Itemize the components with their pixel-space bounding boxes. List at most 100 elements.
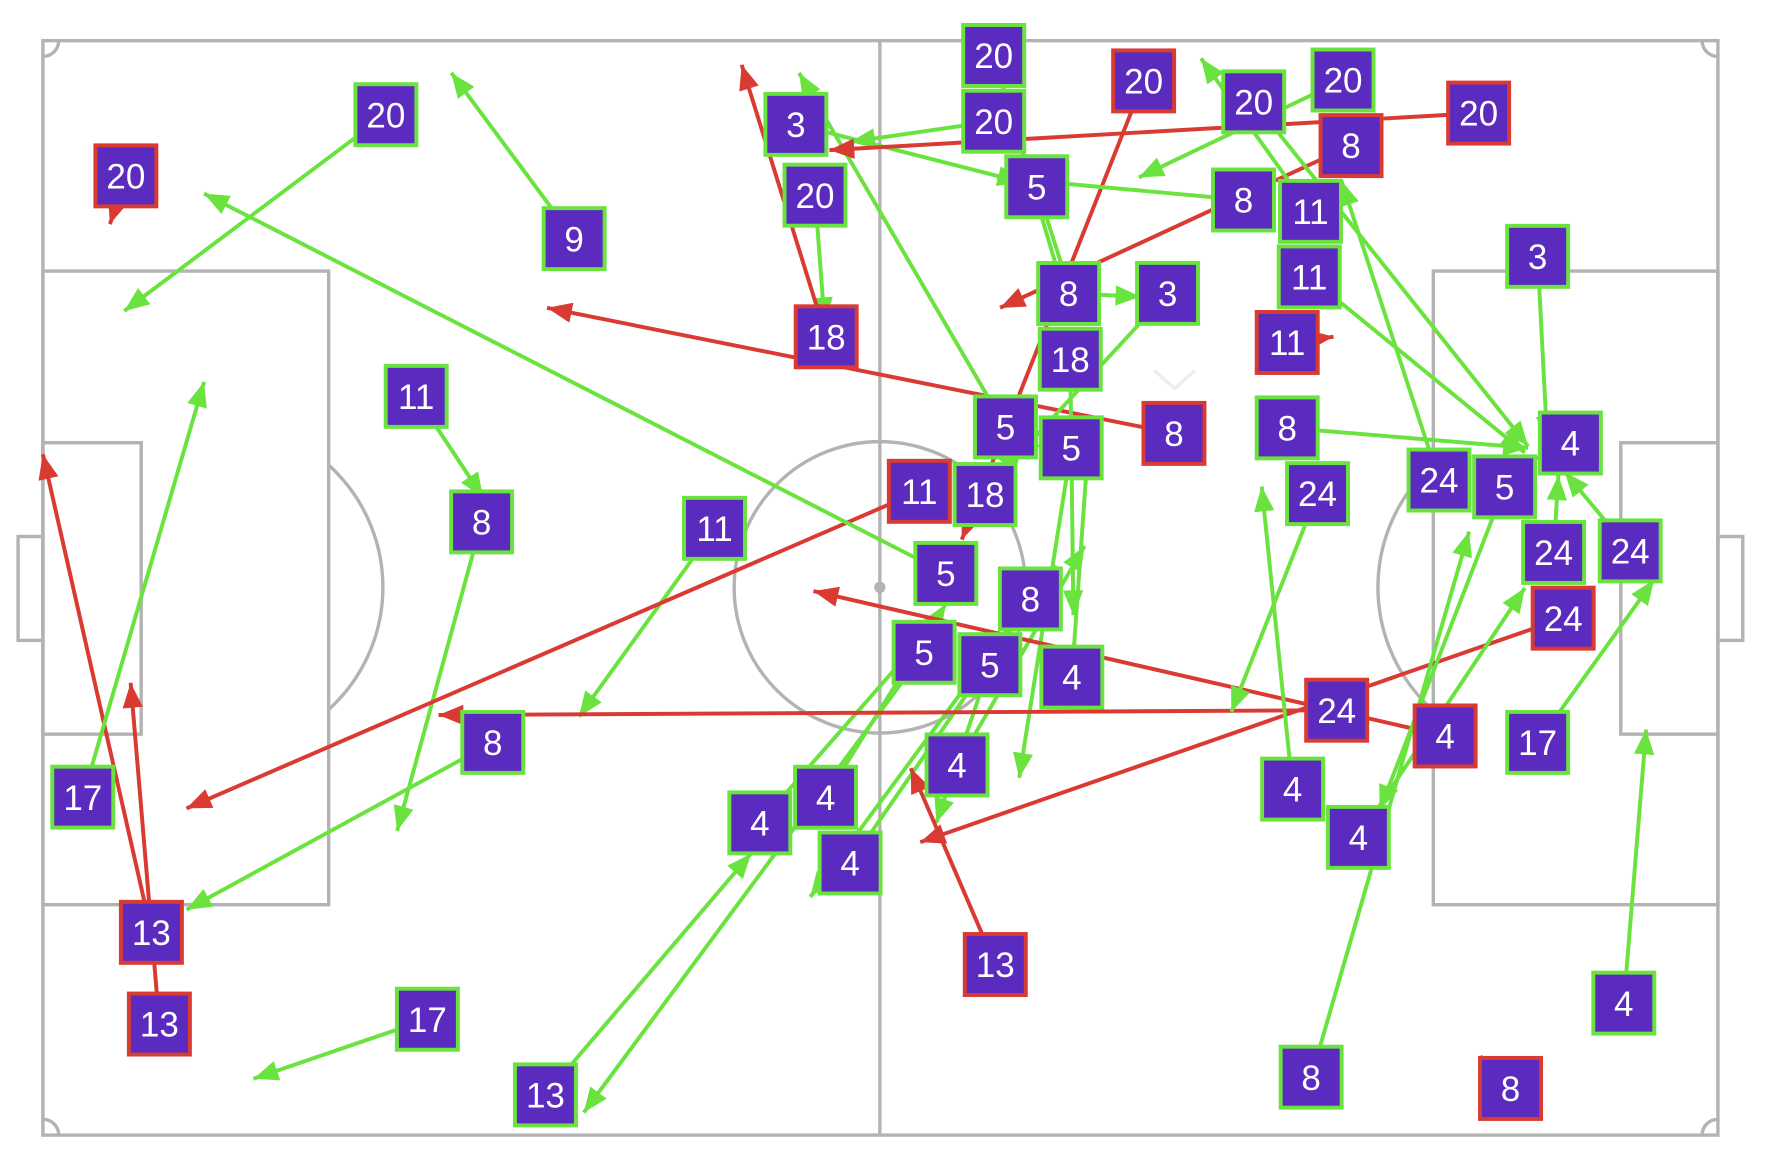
player-box	[782, 162, 848, 228]
player-box	[1111, 48, 1177, 114]
pass-arrowhead	[186, 888, 214, 910]
player-number: 9	[564, 220, 583, 259]
pass-line	[1307, 275, 1527, 455]
player-box	[1278, 178, 1343, 244]
player-marker: 5	[957, 632, 1023, 698]
player-marker: 8	[460, 709, 526, 775]
player-box	[512, 1062, 578, 1128]
pass-line	[1259, 486, 1295, 790]
player-marker: 9	[541, 206, 607, 272]
player-number: 4	[1062, 659, 1081, 698]
player-box	[1472, 454, 1538, 520]
player-marker: 20	[1111, 48, 1177, 114]
player-number: 4	[750, 805, 769, 844]
player-marker: 5	[891, 619, 957, 685]
player-number: 8	[1234, 182, 1253, 221]
corner-arc-tl	[42, 40, 61, 59]
pass-arrowhead	[1546, 475, 1568, 501]
player-box	[126, 991, 192, 1057]
pass-38	[438, 704, 1337, 726]
player-number: 20	[1324, 62, 1363, 101]
player-marker: 11	[1254, 310, 1320, 375]
player-box	[1221, 69, 1287, 135]
pass-arrowhead	[1115, 285, 1141, 306]
player-box	[891, 619, 957, 685]
player-number: 8	[1277, 410, 1296, 449]
player-box	[1325, 804, 1391, 870]
left-penalty-arc	[328, 462, 385, 712]
pass-8	[122, 682, 162, 1025]
pass-line	[1252, 100, 1530, 448]
right-goal-area	[1619, 441, 1720, 736]
player-number: 5	[1027, 168, 1046, 207]
player-box	[1254, 395, 1320, 461]
pass-line	[919, 616, 1564, 845]
player-box	[1037, 326, 1103, 392]
pass-line	[1287, 425, 1529, 450]
pass-arrowhead	[1138, 157, 1166, 178]
pass-line	[797, 71, 1008, 428]
player-marker: 17	[1505, 709, 1571, 775]
player-box	[1254, 310, 1320, 375]
player-marker: 20	[1446, 80, 1512, 146]
player-box	[1278, 1044, 1344, 1110]
player-marker: 3	[1135, 260, 1201, 326]
player-box	[1406, 447, 1472, 513]
pass-arrowhead	[393, 804, 414, 831]
player-marker: 5	[972, 394, 1038, 460]
player-box	[50, 764, 116, 830]
player-number: 11	[1269, 324, 1305, 363]
player-marker: 20	[1310, 47, 1376, 113]
pass-arrowhead	[934, 796, 954, 823]
player-box	[1038, 415, 1104, 481]
pass-arrowhead	[583, 1086, 607, 1113]
player-marker: 5	[913, 540, 979, 606]
player-number: 20	[974, 103, 1013, 142]
player-number: 17	[1518, 724, 1557, 763]
player-marker: 8	[1254, 395, 1320, 461]
pass-29	[203, 191, 947, 576]
player-box	[924, 732, 990, 798]
pass-line	[1068, 359, 1076, 616]
pass-arrowhead	[1502, 587, 1525, 615]
player-box	[1505, 709, 1571, 775]
player-box	[793, 764, 859, 830]
pass-arrowhead	[1000, 288, 1027, 308]
player-number: 4	[1614, 985, 1633, 1024]
pass-line	[1377, 486, 1507, 811]
player-box	[1004, 154, 1070, 220]
pitch-markings	[16, 38, 1745, 1137]
pass-arrowhead	[727, 853, 752, 879]
player-number: 8	[483, 724, 502, 763]
player-marker: 4	[1325, 804, 1391, 870]
player-number: 11	[1292, 193, 1328, 232]
player-box	[972, 394, 1038, 460]
player-marker: 3	[763, 91, 829, 157]
player-marker: 8	[1141, 400, 1207, 466]
player-marker: 4	[924, 732, 990, 798]
player-number: 8	[1164, 415, 1183, 454]
pass-arrowhead	[38, 454, 59, 481]
pass-line	[185, 489, 921, 811]
player-box	[1597, 518, 1663, 584]
player-number: 20	[106, 158, 145, 197]
player-number: 8	[1341, 127, 1360, 166]
player-box	[1505, 223, 1571, 289]
player-marker: 24	[1285, 461, 1350, 527]
player-marker: 11	[682, 495, 747, 561]
pass-line	[1309, 531, 1471, 1078]
player-marker: 24	[1597, 518, 1663, 584]
pass-arrowhead	[186, 789, 214, 809]
player-box	[913, 540, 979, 606]
player-marker: 13	[962, 932, 1028, 997]
player-number: 3	[1528, 238, 1547, 277]
player-marker: 17	[50, 764, 116, 830]
pass-28	[185, 489, 921, 811]
pass-4	[393, 521, 484, 832]
player-box	[793, 304, 859, 370]
player-number: 8	[1021, 581, 1040, 620]
right-penalty-arc	[1376, 461, 1434, 713]
pass-line	[1621, 729, 1649, 1004]
player-marker: 20	[782, 162, 848, 228]
player-marker: 11	[1276, 244, 1342, 310]
